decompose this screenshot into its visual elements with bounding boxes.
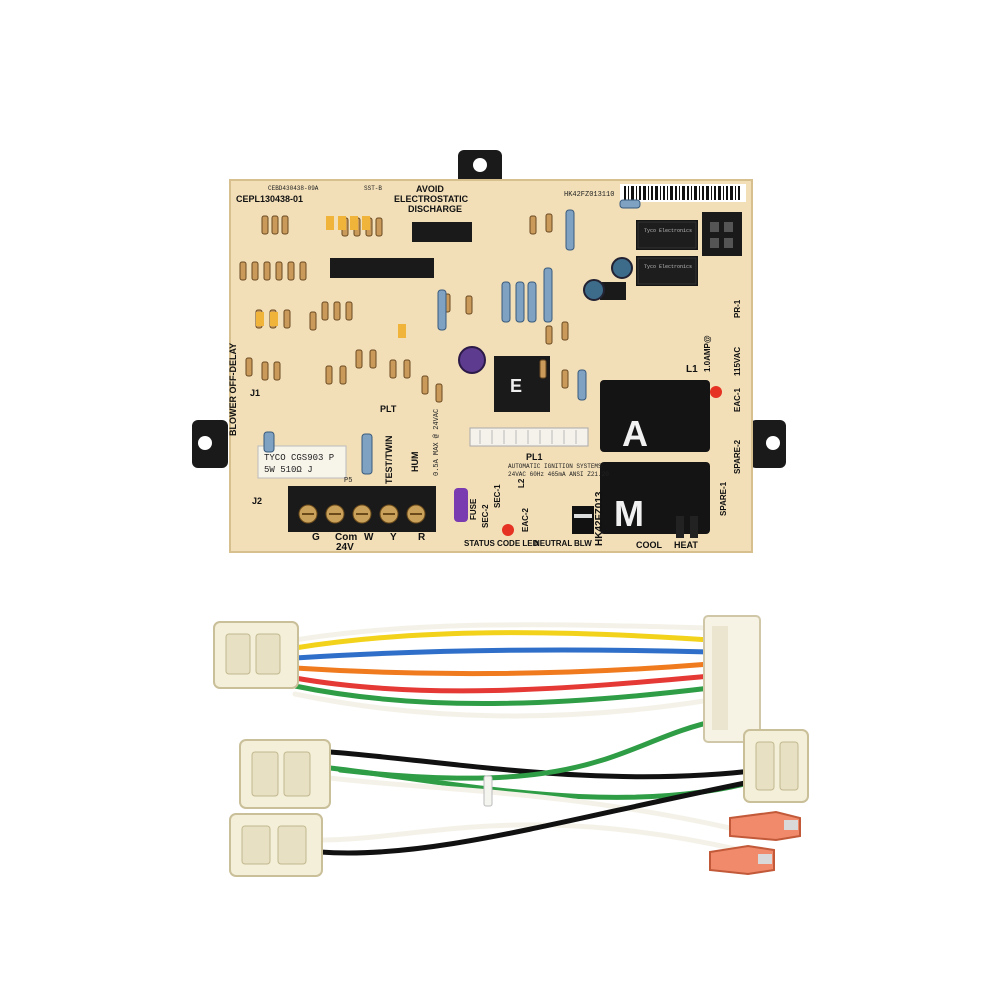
harness-wire: [292, 630, 713, 651]
spade-terminal: [729, 810, 801, 842]
pl1-label: PL1: [526, 452, 543, 462]
small-relay: Tyco Electronics: [636, 220, 698, 250]
terminal-label: Y: [390, 532, 397, 543]
spade-terminal: [709, 844, 775, 876]
harness-wire: [337, 717, 723, 781]
j1-label: J1: [250, 388, 260, 398]
terminal-label: R: [418, 532, 426, 543]
eac2-label: EAC-2: [521, 507, 530, 532]
terminal-label: Com: [335, 532, 357, 543]
harness-wire: [292, 647, 713, 661]
harness-wire: [292, 661, 713, 677]
neutral-label: NEUTRAL: [534, 539, 572, 548]
part-code-label: CEPL130438-01: [236, 194, 303, 204]
control-board: Tyco Electronics Tyco Electronics E TYCO…: [192, 150, 786, 553]
ic-chip: [330, 258, 434, 278]
pr1-label: PR-1: [733, 299, 742, 318]
warning-line: ELECTROSTATIC: [394, 194, 469, 204]
svg-text:M: M: [614, 493, 644, 534]
voltage-label: 24V: [336, 542, 354, 553]
spare2-label: SPARE-2: [733, 439, 742, 474]
status-led: [502, 524, 514, 536]
l1-label: L1: [686, 364, 698, 375]
svg-text:Tyco Electronics: Tyco Electronics: [644, 228, 692, 234]
ignition-label: AUTOMATIC IGNITION SYSTEMS: [508, 463, 602, 470]
ic-chip: [412, 222, 472, 242]
harness-connector: [703, 615, 761, 743]
relay-a: A: [600, 380, 710, 454]
sst-label: SST-B: [364, 185, 382, 192]
harness-wire: [292, 622, 713, 643]
harness-wire: [292, 673, 713, 694]
svg-text:5W 510Ω J: 5W 510Ω J: [264, 465, 313, 475]
harness-wire: [292, 691, 713, 719]
harness-connector: [743, 729, 809, 803]
svg-text:Tyco Electronics: Tyco Electronics: [644, 264, 692, 270]
eac1-label: EAC-1: [733, 387, 742, 412]
harness-wire: [317, 777, 763, 856]
barcode: [620, 184, 746, 202]
header-pl1: [469, 427, 589, 447]
j2-label: J2: [252, 496, 262, 506]
ignition-label: 24VAC 60Hz 465mA ANSI Z21.20: [508, 471, 609, 478]
warning-line: AVOID: [416, 184, 444, 194]
terminal-block: [288, 486, 436, 532]
terminal-label: W: [364, 532, 374, 543]
amp-rating-label: 1.0AMP@: [703, 335, 712, 372]
cool-label: COOL: [636, 540, 663, 550]
harness-connector: [239, 739, 331, 809]
status-led-label: STATUS CODE LED: [464, 539, 539, 548]
serial-label: HK42FZ013110: [564, 191, 614, 199]
wiring-harness: [213, 615, 809, 877]
harness-wire: [327, 775, 733, 831]
harness-connector: [213, 621, 299, 689]
terminal-label: G: [312, 532, 320, 543]
revision-label: CEBD430438-09A: [268, 185, 319, 192]
harness-wire: [317, 822, 743, 853]
harness-connector: [229, 813, 323, 877]
svg-text:E: E: [510, 376, 522, 396]
vac-label: 115VAC: [733, 347, 742, 376]
harness-wire: [292, 683, 713, 707]
small-relay: Tyco Electronics: [636, 256, 698, 286]
harness-wire: [327, 749, 763, 780]
plt-label: PLT: [380, 404, 397, 414]
spare1-label: SPARE-1: [719, 481, 728, 516]
warning-line: DISCHARGE: [408, 204, 462, 214]
resistor-array: [239, 199, 641, 475]
sec1-label: SEC-1: [493, 484, 502, 508]
blower-off-delay-label: BLOWER OFF-DELAY: [228, 343, 238, 436]
l2-label: L2: [517, 478, 526, 488]
hum-label: HUM: [410, 452, 420, 473]
model-label: HK42FZ013: [594, 491, 605, 546]
test-twin-label: TEST/TWIN: [384, 436, 394, 485]
blw-label: BLW: [574, 539, 592, 548]
fuse: [454, 488, 468, 522]
heat-label: HEAT: [674, 540, 698, 550]
p5-label: P5: [344, 477, 352, 485]
sec2-label: SEC-2: [481, 504, 490, 528]
svg-text:A: A: [622, 413, 648, 454]
svg-text:TYCO CGS903 P: TYCO CGS903 P: [264, 453, 334, 463]
hum-rating-label: 0.5A MAX @ 24VAC: [433, 409, 441, 476]
fuse-label: FUSE: [469, 498, 478, 520]
